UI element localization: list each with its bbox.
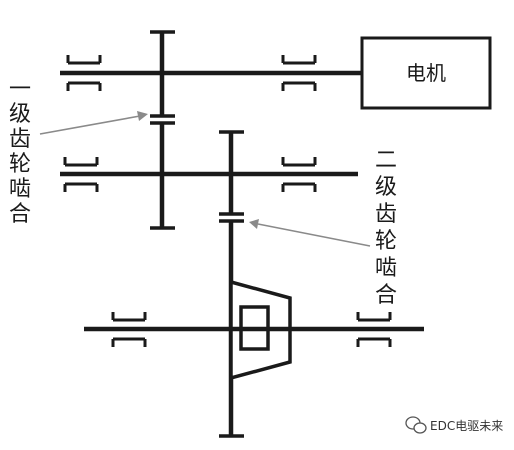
stage2-char-1: 二 (375, 148, 397, 173)
intermediate-shaft (60, 157, 358, 192)
stage1-char-5: 啮 (9, 177, 31, 202)
stage1-arrow (39, 111, 148, 135)
motor-label: 电机 (406, 61, 446, 85)
watermark: EDC电驱未来 (405, 416, 503, 434)
bearing-output-left (111, 312, 147, 347)
stage2-char-4: 轮 (375, 229, 397, 254)
stage2-arrow (249, 219, 371, 247)
stage2-char-6: 合 (375, 283, 397, 308)
motor: 电机 (360, 36, 492, 110)
stage2-char-2: 级 (375, 175, 397, 200)
watermark-text: EDC电驱未来 (430, 419, 503, 433)
stage2-char-5: 啮 (375, 256, 397, 281)
stage1-char-3: 齿 (9, 127, 31, 152)
stage1-gear-pair (150, 30, 175, 230)
bearing-intermediate-right (281, 157, 317, 192)
stage1-char-1: 一 (9, 77, 31, 102)
bearing-input-left (66, 55, 102, 91)
wechat-icon (405, 416, 427, 434)
stage2-char-3: 齿 (375, 202, 397, 227)
stage1-char-6: 合 (9, 202, 31, 227)
bearing-output-right (356, 312, 392, 347)
stage1-char-2: 级 (9, 102, 31, 127)
stage1-label: 一 级 齿 轮 啮 合 (9, 77, 31, 227)
bearing-intermediate-left (63, 157, 99, 192)
stage2-label: 二 级 齿 轮 啮 合 (375, 148, 397, 308)
input-shaft (60, 55, 362, 91)
output-shaft (84, 312, 424, 347)
bearing-input-right (281, 55, 317, 91)
stage1-char-4: 轮 (9, 152, 31, 177)
